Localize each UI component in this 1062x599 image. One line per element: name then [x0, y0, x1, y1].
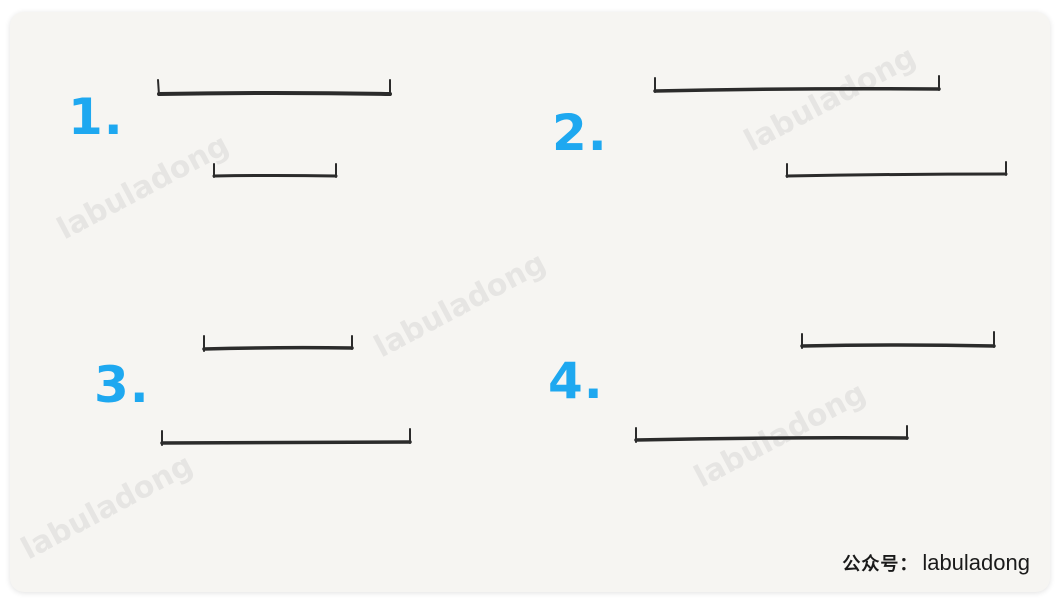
case-number-4: 4. — [548, 352, 604, 410]
case-number-2: 2. — [552, 104, 608, 162]
case-number-3: 3. — [94, 356, 150, 414]
interval-diagram — [157, 75, 1008, 446]
case4-interval-upper — [800, 331, 996, 349]
case3-interval-long — [160, 428, 412, 446]
footer-name: labuladong — [922, 550, 1030, 575]
case2-interval-upper — [653, 75, 941, 93]
figure-frame: labuladong labuladong labuladong labulad… — [10, 12, 1050, 592]
case4-interval-lower — [634, 425, 909, 443]
case-number-1: 1. — [68, 88, 124, 146]
case1-interval-long — [157, 79, 392, 96]
case2-interval-lower — [785, 161, 1008, 178]
case1-interval-short — [212, 163, 338, 178]
case3-interval-short — [202, 335, 354, 352]
footer-prefix: 公众号： — [842, 554, 919, 575]
footer-credit: 公众号： labuladong — [842, 550, 1030, 576]
